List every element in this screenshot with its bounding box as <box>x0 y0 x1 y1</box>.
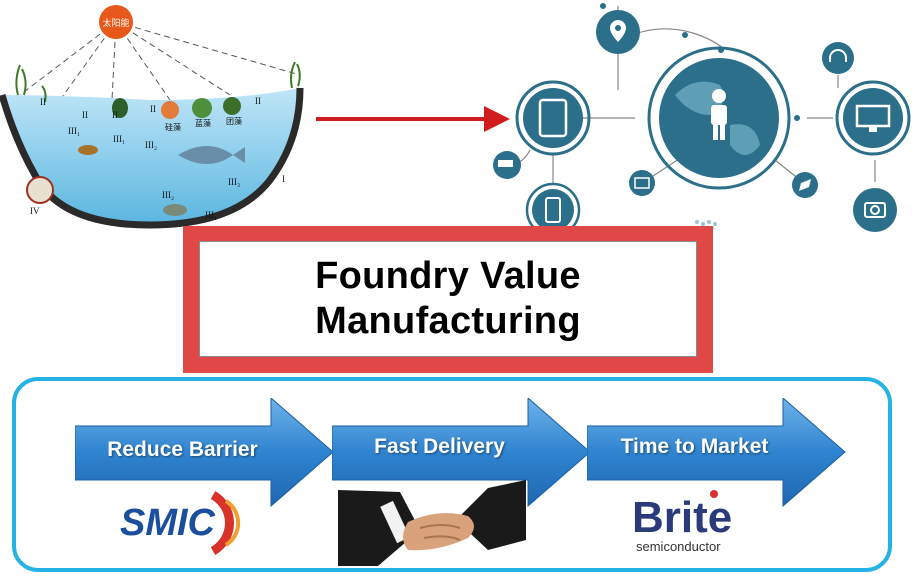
iot-network-diagram <box>493 3 911 238</box>
step-label: Time to Market <box>620 435 769 458</box>
zone-label: III₃ <box>228 177 240 187</box>
zone-label: II <box>112 110 118 120</box>
tv-icon <box>629 170 655 196</box>
person-icon <box>711 89 727 140</box>
value-chain-panel <box>12 377 892 572</box>
sun-label: 太阳能 <box>102 17 129 29</box>
compass-icon <box>792 172 818 198</box>
zone-label: II <box>255 96 261 106</box>
brite-wordmark: Brite <box>632 493 732 542</box>
zone-label: III₂ <box>162 190 174 200</box>
tablet-icon <box>515 80 591 156</box>
zone-label: III₁ <box>113 134 125 144</box>
zone-label: II <box>40 97 46 107</box>
step-arrow-time-to-market: Time to Market <box>587 398 849 508</box>
brite-subtitle: semiconductor <box>636 539 721 554</box>
step-label: Reduce Barrier <box>107 438 258 461</box>
pond-ecosystem-illustration: 太阳能 II II II II II III₁ III₂ III₃ III₂ I… <box>0 5 304 229</box>
zone-label: II <box>150 104 156 114</box>
title-panel: Foundry Value Manufacturing <box>199 241 697 357</box>
cctv-icon <box>493 151 521 179</box>
zone-label: II <box>82 110 88 120</box>
transition-arrow <box>316 106 510 132</box>
brite-semiconductor-logo: Brite semiconductor <box>632 490 732 554</box>
smic-wordmark: SMIC <box>120 502 216 544</box>
zone-label: III₂ <box>145 140 157 150</box>
title-line-2: Manufacturing <box>315 300 581 342</box>
step-arrow-reduce-barrier: Reduce Barrier <box>75 398 337 508</box>
monitor-icon <box>835 80 911 156</box>
zone-label: III₁ <box>205 210 217 220</box>
zone-label: III₁ <box>68 126 80 136</box>
step-label: Fast Delivery <box>374 435 505 458</box>
step-arrow-fast-delivery: Fast Delivery <box>332 398 594 508</box>
handshake-icon <box>338 480 526 566</box>
organism-label: 蓝藻 <box>195 118 211 128</box>
phone-icon <box>525 182 581 238</box>
zone-label: IV <box>30 206 40 216</box>
title-line-1: Foundry Value <box>315 255 581 297</box>
organism-label: 硅藻 <box>165 122 181 132</box>
camera-icon <box>853 188 897 232</box>
sun-icon: 太阳能 <box>99 5 133 39</box>
zone-label: I <box>282 174 285 184</box>
organism-label: 团藻 <box>226 116 242 126</box>
location-pin-icon <box>596 10 640 54</box>
smic-logo: SMIC <box>120 491 241 555</box>
fish-icon <box>178 146 245 164</box>
headphones-icon <box>822 42 854 74</box>
title-frame: Foundry Value Manufacturing <box>183 226 713 373</box>
